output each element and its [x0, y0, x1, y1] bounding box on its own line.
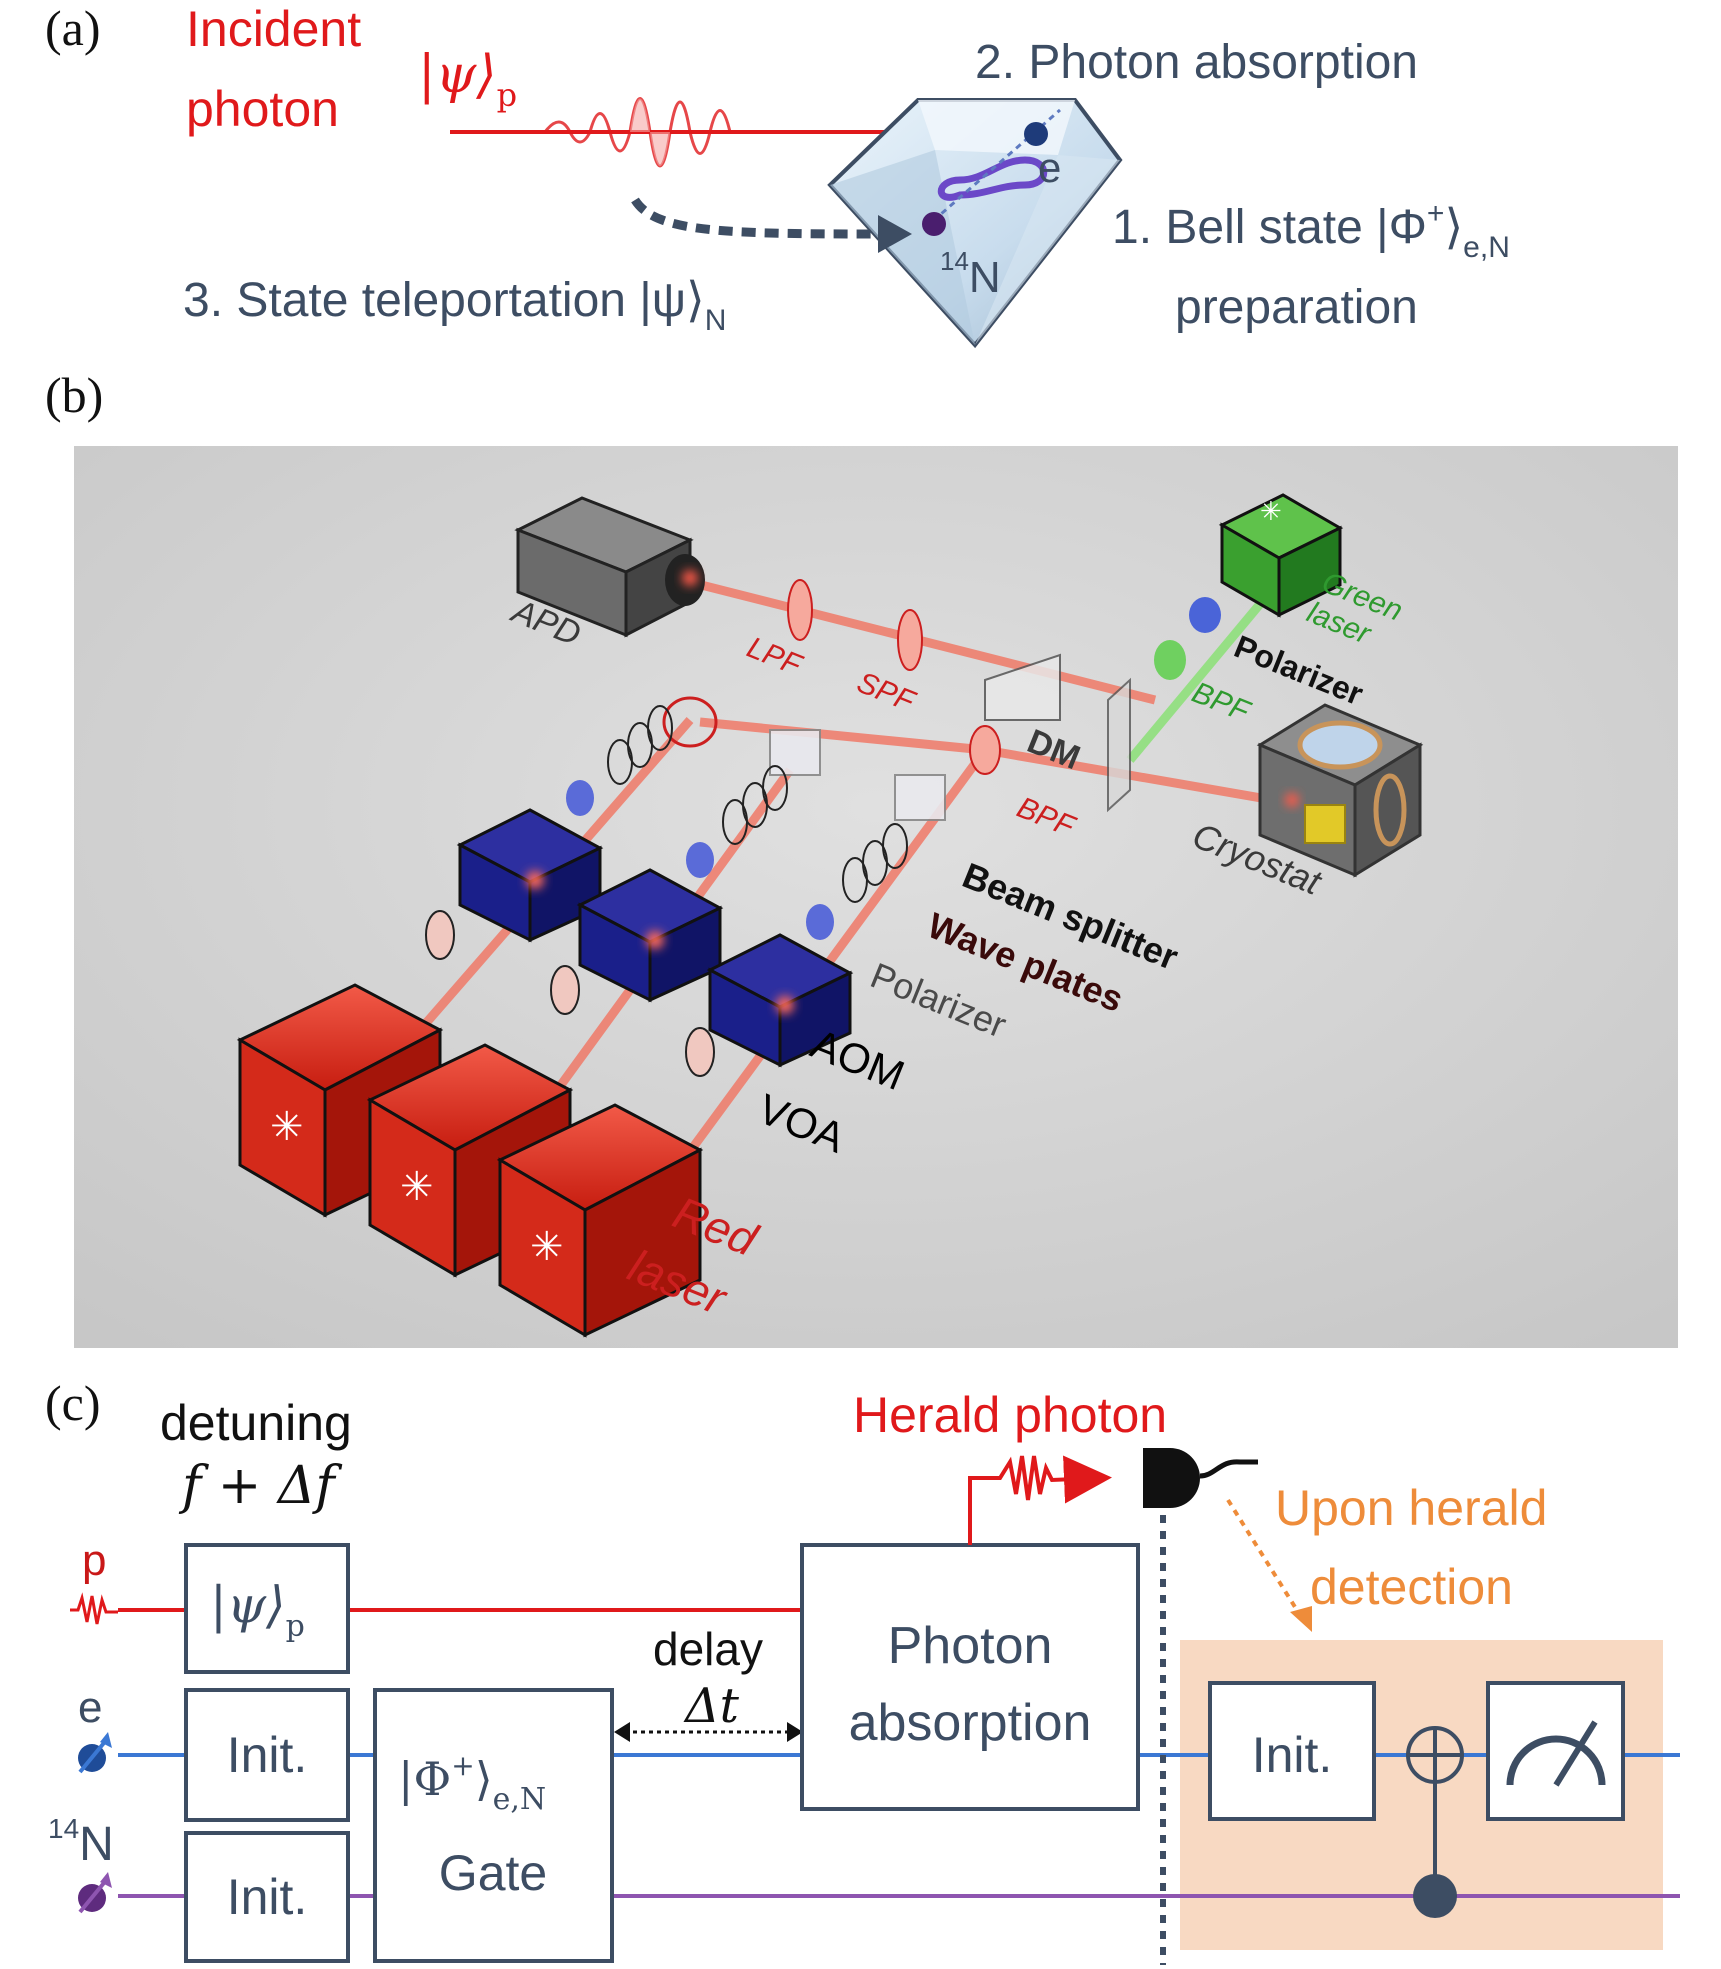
meter-icon [1506, 1735, 1606, 1786]
voa-3 [685, 1027, 715, 1077]
nuclear-spin-icon-c [78, 1872, 112, 1914]
polarizer-2 [686, 842, 714, 878]
electron-label: e [1038, 144, 1061, 191]
psi-p-label: |ψ⟩p [418, 45, 517, 114]
apd-detector [514, 496, 705, 638]
aom-3 [706, 933, 854, 1068]
photon-absorption-box [800, 1543, 1140, 1811]
bell-gate-state: |Φ+⟩e,N [398, 1749, 546, 1817]
svg-text:✳: ✳ [400, 1165, 434, 1209]
wire-n-label: 14N [48, 1813, 114, 1871]
photon-label: Photon [888, 1617, 1053, 1675]
bpf-red-filter [969, 725, 1001, 775]
panel-a-label: (a) [45, 0, 101, 56]
panel-a: (a) Incident photon |ψ⟩p e 14N 2. Photon… [45, 0, 1510, 349]
delay-arrowhead-left [614, 1722, 630, 1742]
green-beam [1126, 577, 1284, 763]
psi-p-box-label: |ψ⟩p [210, 1576, 305, 1644]
lpf-filter [787, 579, 813, 641]
green-mirror [1107, 677, 1131, 813]
delta-t-label: Δt [683, 1678, 740, 1734]
bpf-left-filter [662, 696, 718, 748]
panel-c-label: (c) [45, 1375, 101, 1431]
init-e-box [184, 1688, 350, 1822]
wave-plates-2 [722, 765, 788, 845]
green-laser: ✳ [1218, 493, 1344, 618]
meter-needle [1553, 1720, 1598, 1787]
wire-p-label: p [82, 1536, 106, 1585]
wave-fill [630, 98, 670, 166]
panel-b-label: (b) [45, 367, 103, 423]
electron-spin-icon-c [78, 1732, 112, 1774]
delay-arrowhead-right [787, 1722, 803, 1742]
psi-p-box [184, 1543, 350, 1674]
polarizer-1 [566, 780, 594, 816]
wave-plates-3 [842, 823, 908, 903]
cryostat [1256, 703, 1424, 878]
herald-photon-label: Herald photon [853, 1387, 1167, 1443]
measurement-box [1486, 1681, 1625, 1821]
upon-herald-label-1: Upon herald [1275, 1480, 1547, 1536]
svg-text:✳: ✳ [1260, 496, 1282, 526]
incident-label-1: Incident [186, 1, 361, 57]
svg-text:✳: ✳ [530, 1225, 564, 1269]
herald-photon-path [968, 1455, 1112, 1545]
init-n-label: Init. [227, 1869, 308, 1925]
voa-1 [425, 910, 455, 960]
init-herald-box [1208, 1681, 1376, 1821]
polarizer-3 [806, 904, 834, 940]
bell-gate-word: Gate [439, 1845, 547, 1901]
beam-splitter-3 [894, 774, 946, 821]
spf-filter [897, 609, 923, 671]
absorption-label: absorption [849, 1694, 1092, 1752]
panel-c: (c) detuning f + Δf p e 14N |ψ⟩p [45, 1375, 1680, 1965]
entanglement-icon [937, 156, 1048, 201]
init-herald-label: Init. [1252, 1727, 1333, 1783]
teleportation-arrow [631, 197, 881, 239]
aom-2 [576, 868, 724, 1003]
step-2-label: 2. Photon absorption [975, 36, 1418, 89]
init-n-box [184, 1831, 350, 1963]
bell-gate-box [373, 1688, 614, 1963]
voa-2 [550, 965, 580, 1015]
red-laser-3: ✳ [496, 1103, 704, 1338]
diamond-icon [827, 98, 1123, 349]
step-1-line-2: preparation [1175, 281, 1418, 334]
photon-wiggle-icon [70, 1592, 118, 1625]
step-1-label: 1. Bell state |Φ+⟩e,N [1112, 197, 1510, 264]
upon-herald-label-2: detection [1310, 1559, 1513, 1615]
beam-splitter-2 [769, 729, 821, 776]
detuning-formula: f + Δf [178, 1456, 342, 1516]
incident-label-2: photon [186, 81, 339, 137]
dichroic-mirror [984, 653, 1061, 721]
green-bpf [1154, 640, 1186, 680]
teleportation-arrowhead [878, 215, 912, 253]
panel-b: (b) APD LPF SPF DM [45, 367, 1678, 1348]
spin-axis [924, 108, 1061, 230]
n14-label: 14N [940, 246, 1001, 302]
herald-trigger-arrowhead [1290, 1606, 1312, 1632]
green-polarizer [1189, 597, 1221, 633]
step-3-label: 3. State teleportation |ψ⟩N [183, 274, 726, 337]
detector-icon [1143, 1448, 1200, 1508]
electron-spin-icon [1024, 122, 1048, 146]
init-e-label: Init. [227, 1727, 308, 1783]
herald-trigger-arrow [1226, 1498, 1302, 1617]
delay-label: delay [653, 1623, 763, 1675]
nuclear-spin-icon [922, 212, 946, 236]
cnot-control-icon [1413, 1874, 1457, 1918]
detector-cable [1199, 1459, 1258, 1479]
wire-e-label: e [78, 1683, 102, 1732]
detuning-label: detuning [160, 1395, 352, 1451]
wave-plates-1 [607, 705, 673, 785]
svg-text:✳: ✳ [270, 1105, 304, 1149]
